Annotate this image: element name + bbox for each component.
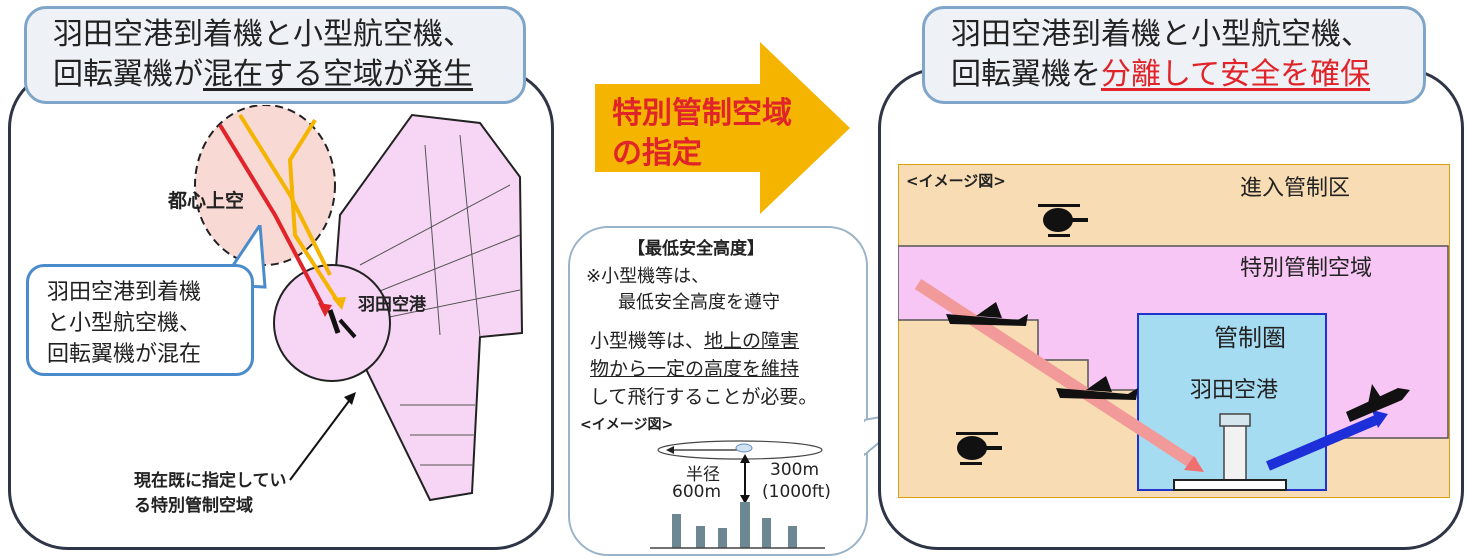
airplane-icon bbox=[1056, 376, 1138, 400]
departure-path bbox=[1266, 415, 1378, 471]
min-altitude-illustration bbox=[650, 440, 825, 549]
body-line1-pre: 小型機等は、 bbox=[590, 330, 705, 352]
callout-line-1: 羽田空港到着機 bbox=[47, 280, 202, 305]
body-line1: 小型機等は、地上の障害 bbox=[590, 326, 799, 353]
building bbox=[788, 526, 797, 548]
building bbox=[762, 518, 771, 548]
building bbox=[696, 526, 705, 548]
right-title-line2-pre: 回転翼機を bbox=[951, 57, 1101, 92]
right-title-line2-red: 分離して安全を確保 bbox=[1101, 57, 1371, 92]
callout-line-3: 回転翼機が混在 bbox=[47, 342, 202, 367]
building bbox=[672, 514, 681, 548]
airplane-icon bbox=[1346, 384, 1410, 422]
helicopter-icon bbox=[956, 432, 1002, 465]
height-ft: (1000ft) bbox=[762, 482, 831, 502]
separation-diagram bbox=[898, 164, 1450, 498]
existing-zone-label-2: る特別管制空域 bbox=[134, 496, 253, 516]
body-line1-underlined: 地上の障害 bbox=[704, 330, 800, 352]
note-line2: 最低安全高度を遵守 bbox=[618, 292, 780, 313]
designation-arrow bbox=[595, 42, 850, 214]
arrival-path bbox=[914, 278, 1198, 470]
right-title-line1: 羽田空港到着機と小型航空機、 bbox=[951, 17, 1371, 52]
building bbox=[718, 528, 727, 548]
mid-image-label: <イメージ図> bbox=[580, 417, 674, 433]
existing-zone-label-1: 現在既に指定してい bbox=[134, 471, 287, 491]
left-title-line1: 羽田空港到着機と小型航空機、 bbox=[53, 17, 473, 52]
arrival-track-orange bbox=[238, 113, 332, 276]
urban-area-label: 都心上空 bbox=[168, 190, 245, 212]
min-altitude-callout bbox=[568, 226, 868, 556]
airplane-icon bbox=[946, 302, 1028, 326]
arrival-track-orange-2 bbox=[287, 118, 342, 307]
radius-value: 600m bbox=[672, 482, 722, 502]
right-title-box: 羽田空港到着機と小型航空機、 回転翼機を分離して安全を確保 bbox=[922, 6, 1426, 104]
runway-base bbox=[1173, 479, 1287, 491]
body-line3: して飛行することが必要。 bbox=[590, 386, 818, 408]
body-line2: 物から一定の高度を維持 bbox=[590, 358, 800, 380]
radius-ellipse bbox=[657, 440, 823, 460]
control-zone-label: 管制圏 bbox=[1214, 324, 1286, 352]
helicopter-icon bbox=[1038, 204, 1088, 237]
min-altitude-heading: 【最低安全高度】 bbox=[628, 239, 764, 259]
left-title-line2-pre: 回転翼機が bbox=[53, 57, 203, 92]
arrow-text-line1: 特別管制空域 bbox=[612, 96, 792, 131]
radius-label: 半径 bbox=[686, 465, 720, 485]
left-airspace-map bbox=[194, 105, 524, 502]
airport-label: 羽田空港 bbox=[358, 295, 426, 315]
building bbox=[740, 502, 750, 548]
arrival-track-red bbox=[218, 123, 327, 311]
control-tower-icon bbox=[1223, 419, 1247, 481]
arrow-text-line2: の指定 bbox=[612, 136, 702, 171]
left-title-line2-underlined: 混在する空域が発生 bbox=[203, 57, 473, 92]
special-zone-label: 特別管制空域 bbox=[1240, 256, 1373, 281]
callout-line-2: と小型航空機、 bbox=[47, 311, 202, 336]
right-image-label: <イメージ図> bbox=[906, 172, 1006, 190]
approach-zone-label: 進入管制区 bbox=[1240, 176, 1351, 201]
mixed-airspace-callout: 羽田空港到着機 と小型航空機、 回転翼機が混在 bbox=[26, 264, 254, 376]
left-title-box: 羽田空港到着機と小型航空機、 回転翼機が混在する空域が発生 bbox=[24, 6, 526, 104]
small-aircraft-icon bbox=[735, 443, 753, 453]
note-line1: ※小型機等は、 bbox=[586, 266, 710, 287]
height-value: 300m bbox=[770, 460, 820, 480]
existing-zone-pointer bbox=[289, 396, 353, 481]
airport-name-label: 羽田空港 bbox=[1190, 378, 1279, 403]
